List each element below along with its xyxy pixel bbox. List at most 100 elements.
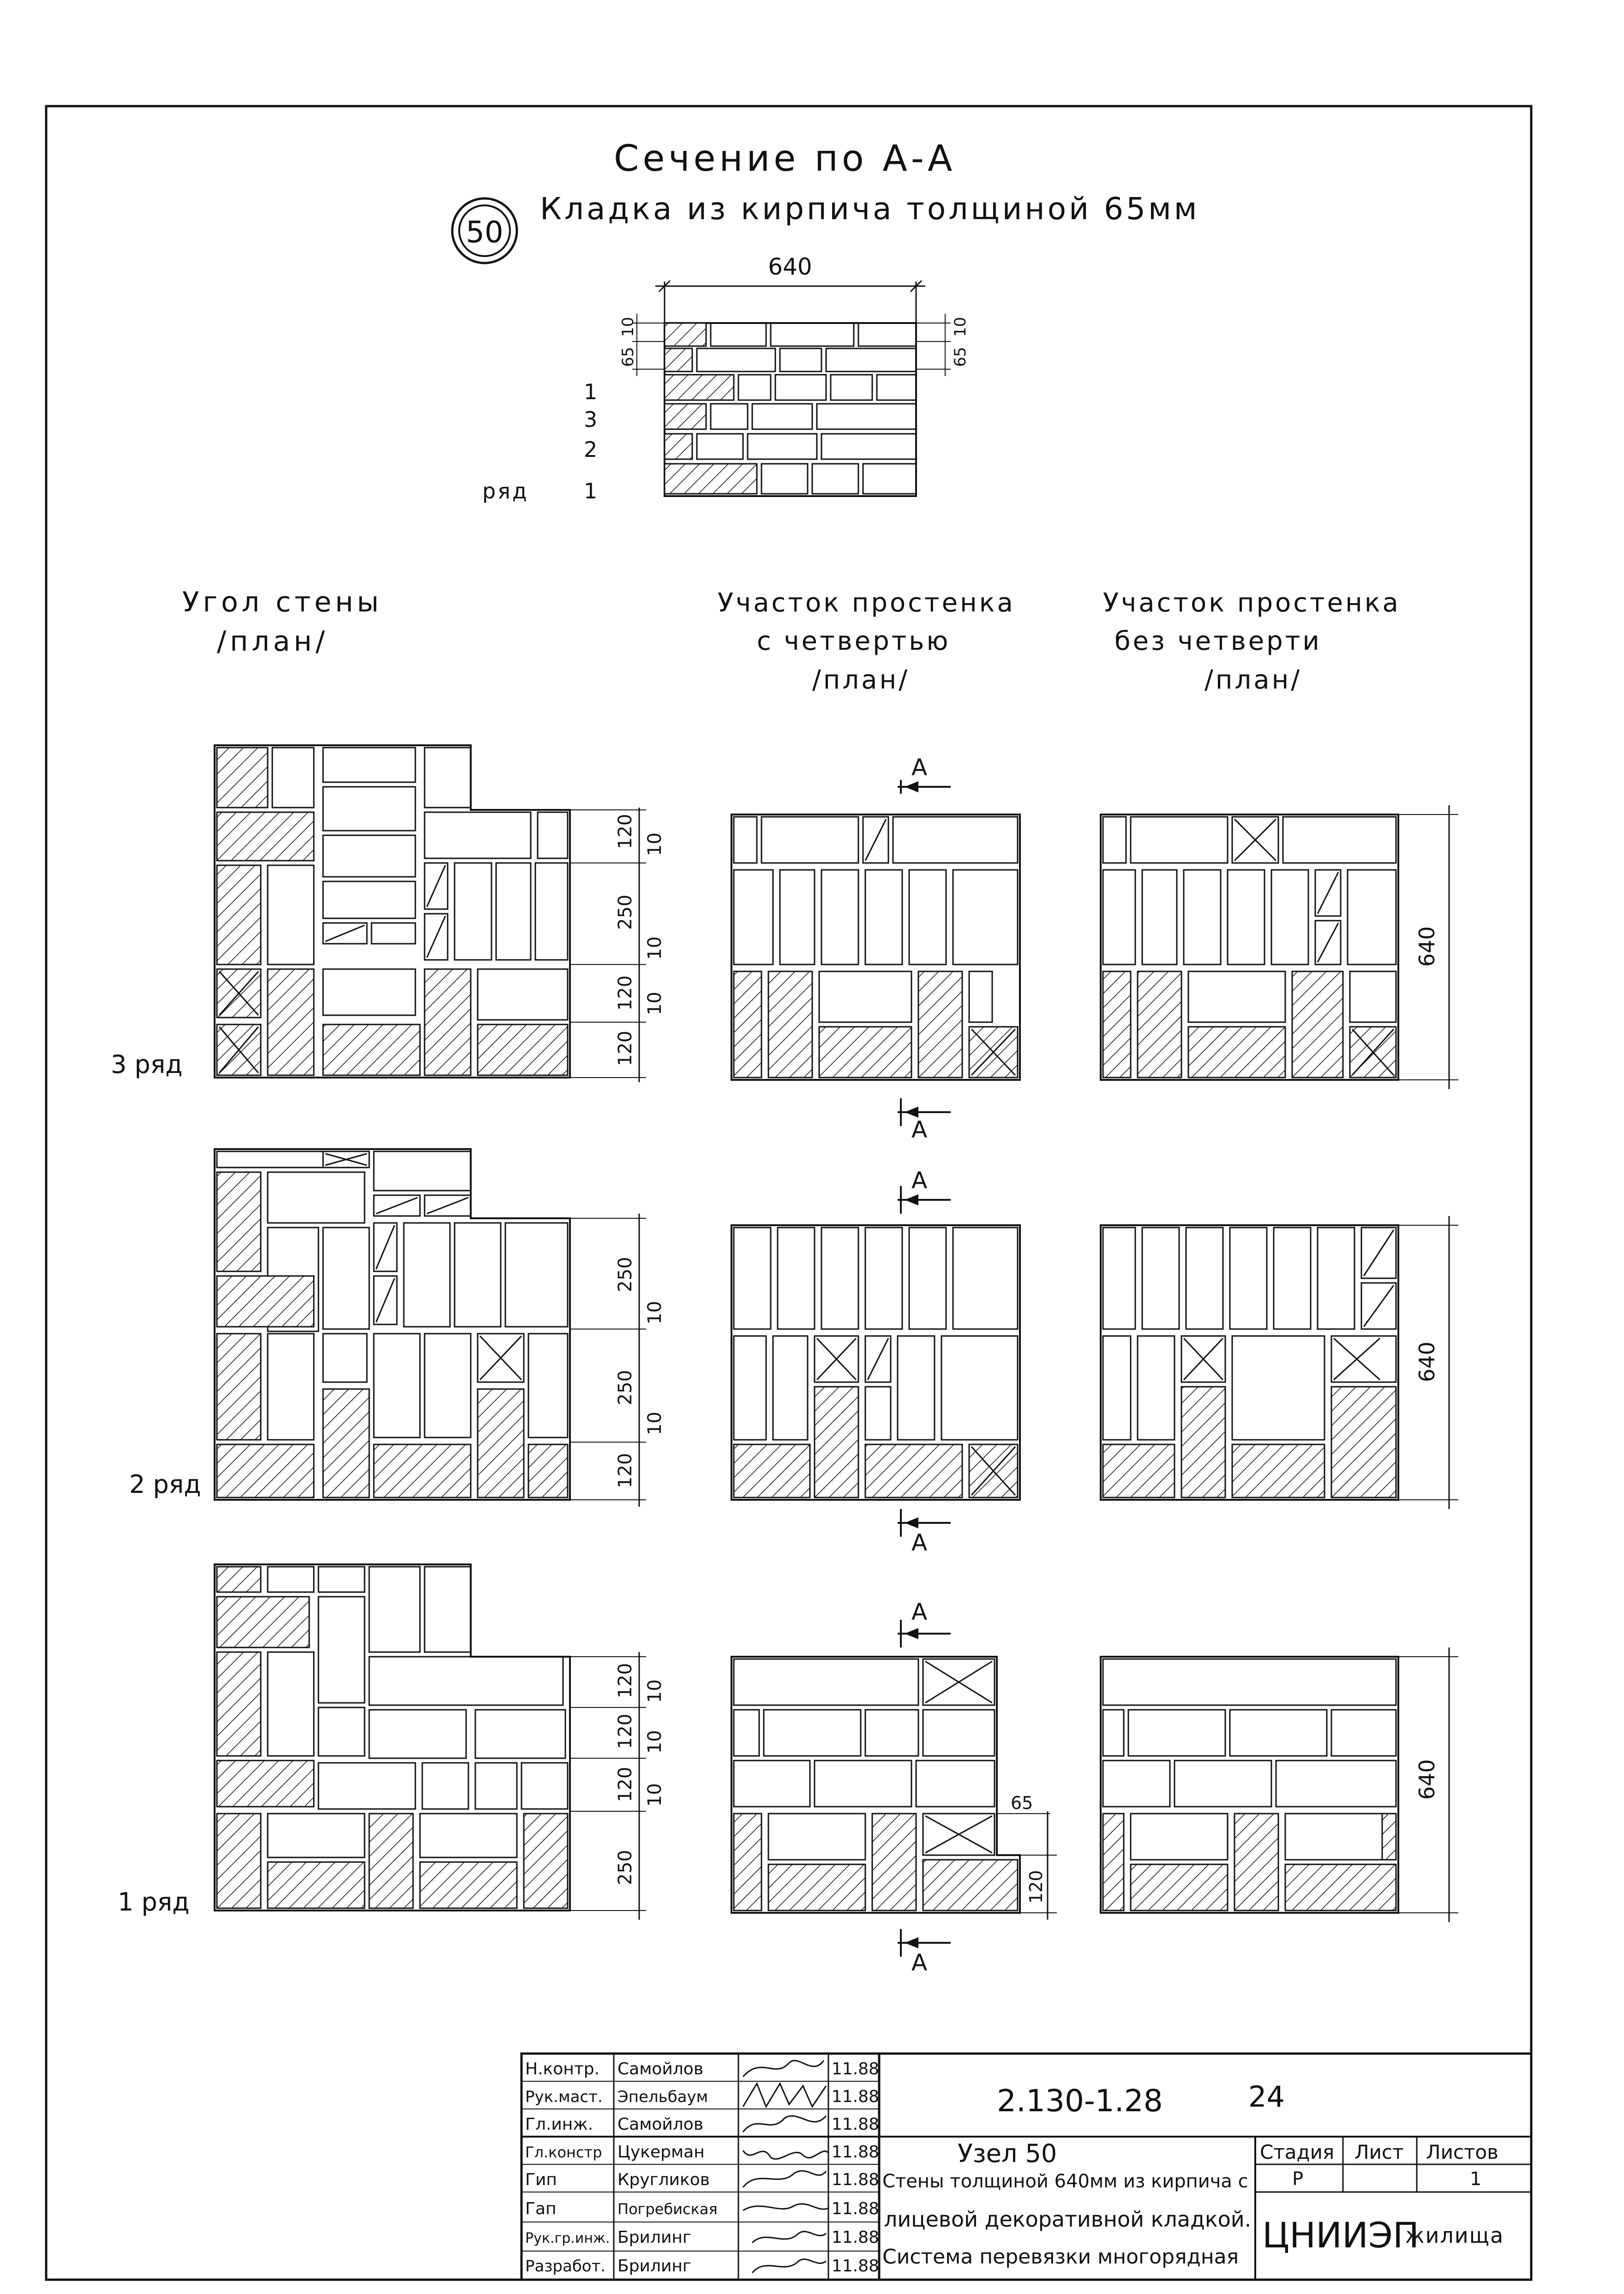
approval-row-6: Гап Погребиская 11.88 (525, 2199, 879, 2218)
approval-date: 11.88 (832, 2060, 879, 2078)
row2-section-letter-bottom: А (911, 1529, 927, 1556)
approval-row-7: Рук.гр.инж. Брилинг 11.88 (525, 2228, 879, 2247)
row3-corner-plan (214, 744, 571, 1078)
row2-pier-with-quarter (731, 1224, 1021, 1501)
row3-dimensions: 120 10 250 10 120 10 120 (570, 808, 665, 1082)
row1-corner-plan (214, 1563, 571, 1911)
row1-section-letter-top: А (911, 1599, 927, 1625)
approval-role: Рук.маст. (525, 2088, 603, 2106)
approval-role: Гл.констр (525, 2144, 602, 2161)
document-code: 2.130-1.28 (997, 2083, 1163, 2119)
row1-dim-65: 65 (1011, 1793, 1033, 1813)
section-row-word: ряд (482, 479, 529, 503)
row1-dim-10b: 10 (644, 1730, 665, 1754)
row1-dim-120c: 120 (615, 1767, 636, 1802)
approval-date: 11.88 (832, 2199, 879, 2218)
sheets-header: Листов (1426, 2141, 1498, 2163)
corner-heading-line2: /план/ (217, 625, 329, 658)
row1-section-mark-top: А (898, 1599, 951, 1647)
signature (742, 2060, 825, 2077)
row2-dimensions: 250 10 250 10 120 (570, 1214, 665, 1507)
approval-role: Гап (525, 2199, 557, 2218)
row2-pier-without-quarter (1100, 1224, 1399, 1501)
organization-suffix: жилища (1405, 2223, 1504, 2248)
row2-overall-dimension: 640 (1398, 1216, 1458, 1509)
approval-date: 11.88 (832, 2170, 879, 2189)
approval-name: Эпельбаум (617, 2088, 708, 2106)
node-title: Узел 50 (958, 2139, 1057, 2168)
section-dim-10-right: 10 (951, 317, 970, 337)
row2-label: 2 ряд (129, 1470, 201, 1499)
description-line-2: лицевой декоративной кладкой. (884, 2207, 1251, 2232)
approval-name: Цукерман (617, 2143, 705, 2162)
row1-dim-120-quarter: 120 (1026, 1870, 1046, 1904)
row3-pier-without-quarter (1100, 814, 1399, 1081)
approval-date: 11.88 (832, 2087, 879, 2106)
row2-section-mark-bottom: А (898, 1509, 951, 1556)
signature (742, 2150, 829, 2160)
no-quarter-heading-line3: /план/ (1205, 665, 1302, 695)
organization-main: ЦНИИЭП (1262, 2215, 1419, 2256)
row1-pier-without-quarter (1100, 1656, 1399, 1914)
row1-dim-640: 640 (1414, 1759, 1439, 1800)
row3-section-letter-top: А (911, 754, 927, 781)
row1-dim-10a: 10 (644, 1679, 665, 1703)
row1-dimensions: 120 10 120 10 120 10 250 (570, 1652, 665, 1920)
corner-heading-line1: Угол стены (182, 586, 383, 618)
section-left-dimensions: 10 65 (619, 314, 665, 376)
row1-overall-dimension: 640 (1398, 1647, 1458, 1922)
approval-row-8: Разработ. Брилинг 11.88 (525, 2257, 879, 2276)
approval-role: Н.контр. (525, 2060, 599, 2078)
section-row-number-1: 1 (584, 379, 597, 404)
approval-role: Гип (525, 2170, 557, 2189)
row3-dim-10c: 10 (644, 992, 665, 1015)
row3-dim-10a: 10 (644, 833, 665, 856)
masonry-subtitle: Кладка из кирпича толщиной 65мм (540, 191, 1200, 227)
row2-dim-640: 640 (1414, 1342, 1439, 1382)
node-number-badge: 50 (451, 197, 518, 264)
sheet-header: Лист (1354, 2141, 1403, 2163)
row1-dim-10c: 10 (644, 1783, 665, 1807)
section-width-dimension: 640 (655, 253, 925, 323)
no-quarter-heading-line2: без четверти (1115, 626, 1322, 656)
row2-dim-10b: 10 (644, 1412, 665, 1435)
stage-value: Р (1292, 2168, 1303, 2190)
signature (742, 2170, 827, 2188)
row1-section-mark-bottom: А (898, 1929, 951, 1976)
row3-overall-dimension: 640 (1398, 805, 1458, 1089)
row1-dim-120b: 120 (615, 1714, 636, 1749)
row1-dim-120a: 120 (615, 1663, 636, 1698)
row2-section-mark-top: А (898, 1167, 951, 1214)
section-row-number-4: 1 (584, 479, 597, 503)
description-line-1: Стены толщиной 640мм из кирпича с (882, 2171, 1248, 2192)
quarter-heading-line3: /план/ (812, 665, 910, 695)
row1-label: 1 ряд (118, 1887, 190, 1917)
quarter-heading-line1: Участок простенка (718, 588, 1015, 618)
approval-role: Разработ. (525, 2257, 605, 2276)
no-quarter-heading-line1: Участок простенка (1103, 588, 1401, 618)
approval-row-4: Гл.констр Цукерман 11.88 (525, 2143, 879, 2162)
approval-date: 11.88 (832, 2143, 879, 2162)
section-width-label: 640 (768, 253, 812, 280)
description-line-3: Система перевязки многорядная (882, 2245, 1239, 2269)
approval-row-5: Гип Кругликов 11.88 (525, 2170, 879, 2189)
approval-name: Брилинг (617, 2228, 691, 2247)
row3-dim-120c: 120 (615, 1031, 636, 1066)
approval-name: Кругликов (617, 2170, 710, 2189)
page-number: 24 (1248, 2080, 1285, 2114)
section-a-a-drawing (664, 322, 917, 497)
signature (751, 2231, 827, 2244)
row3-dim-120b: 120 (615, 976, 636, 1011)
section-row-number-3: 2 (584, 437, 597, 462)
row2-dim-250a: 250 (615, 1257, 636, 1292)
section-title: Сечение по А-А (614, 138, 956, 180)
stage-header: Стадия (1260, 2141, 1334, 2163)
row2-dim-120: 120 (615, 1453, 636, 1488)
row1-section-letter-bottom: А (911, 1949, 927, 1976)
row2-dim-10a: 10 (644, 1301, 665, 1324)
signature (751, 2258, 827, 2273)
row1-pier-with-quarter (731, 1656, 1021, 1914)
row1-quarter-dimensions: 65 120 (997, 1793, 1057, 1920)
sheets-value: 1 (1470, 2168, 1481, 2190)
